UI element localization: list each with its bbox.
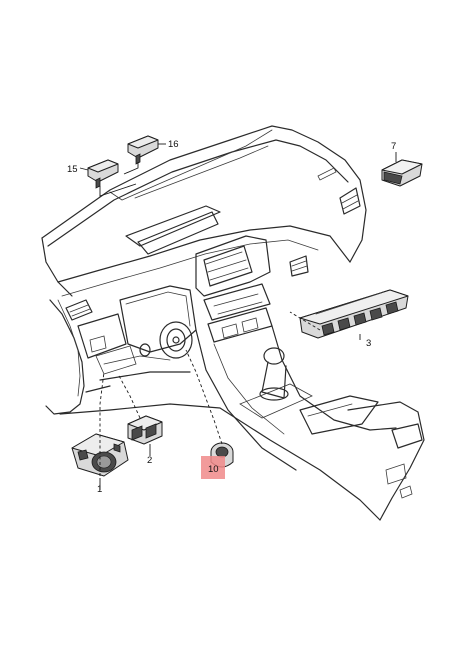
leader-lines xyxy=(79,143,397,490)
callout-15: 15 xyxy=(67,164,78,175)
callout-16: 16 xyxy=(168,139,179,150)
part-3-switch-panel xyxy=(299,289,409,339)
callout-10: 10 xyxy=(208,464,219,475)
callout-2: 2 xyxy=(147,455,152,466)
part-16-clip xyxy=(127,135,159,165)
part-15-clip xyxy=(87,159,119,189)
part-7-module xyxy=(381,159,423,187)
callout-3: 3 xyxy=(366,338,371,349)
part-10-highlight xyxy=(201,456,225,479)
part-2-switch xyxy=(127,415,163,445)
callout-7: 7 xyxy=(391,141,396,152)
callout-1: 1 xyxy=(97,484,102,495)
part-1-light-switch xyxy=(71,433,129,477)
dashboard-outline xyxy=(41,125,425,521)
